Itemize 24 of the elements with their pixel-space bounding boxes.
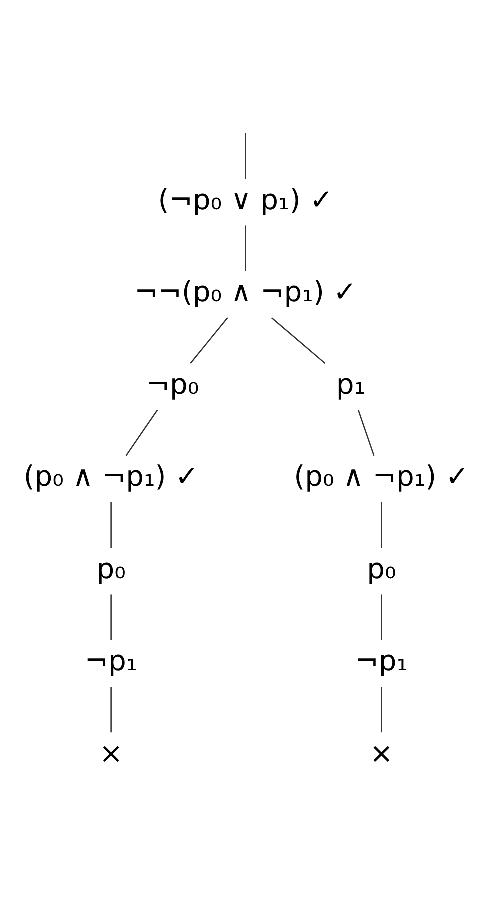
connector [190, 317, 228, 364]
node-text: (p₀ ∧ ¬p₁) ✓ [24, 460, 199, 493]
node-text: × [100, 736, 124, 770]
node-text: ¬p₀ [146, 367, 200, 400]
connector [110, 502, 112, 548]
connector [271, 316, 326, 364]
node-text: (p₀ ∧ ¬p₁) ✓ [294, 460, 470, 493]
node-text: × [370, 736, 394, 770]
connector [110, 686, 112, 732]
node-text: p₀ [96, 552, 126, 585]
connector [245, 225, 246, 271]
connector [381, 686, 382, 732]
connector [126, 409, 158, 456]
connector [358, 410, 375, 456]
connector [245, 132, 246, 179]
connector [381, 502, 382, 548]
node-text: ¬p₁ [355, 644, 408, 678]
node-text: ¬¬(p₀ ∧ ¬p₁) ✓ [134, 275, 358, 308]
connector [381, 594, 382, 640]
node-text: (¬p₀ ∨ p₁) ✓ [158, 182, 334, 216]
node-text: p₀ [367, 552, 396, 585]
connector [110, 594, 112, 640]
node-text: p₁ [336, 367, 366, 400]
node-text: ¬p₁ [84, 644, 138, 678]
